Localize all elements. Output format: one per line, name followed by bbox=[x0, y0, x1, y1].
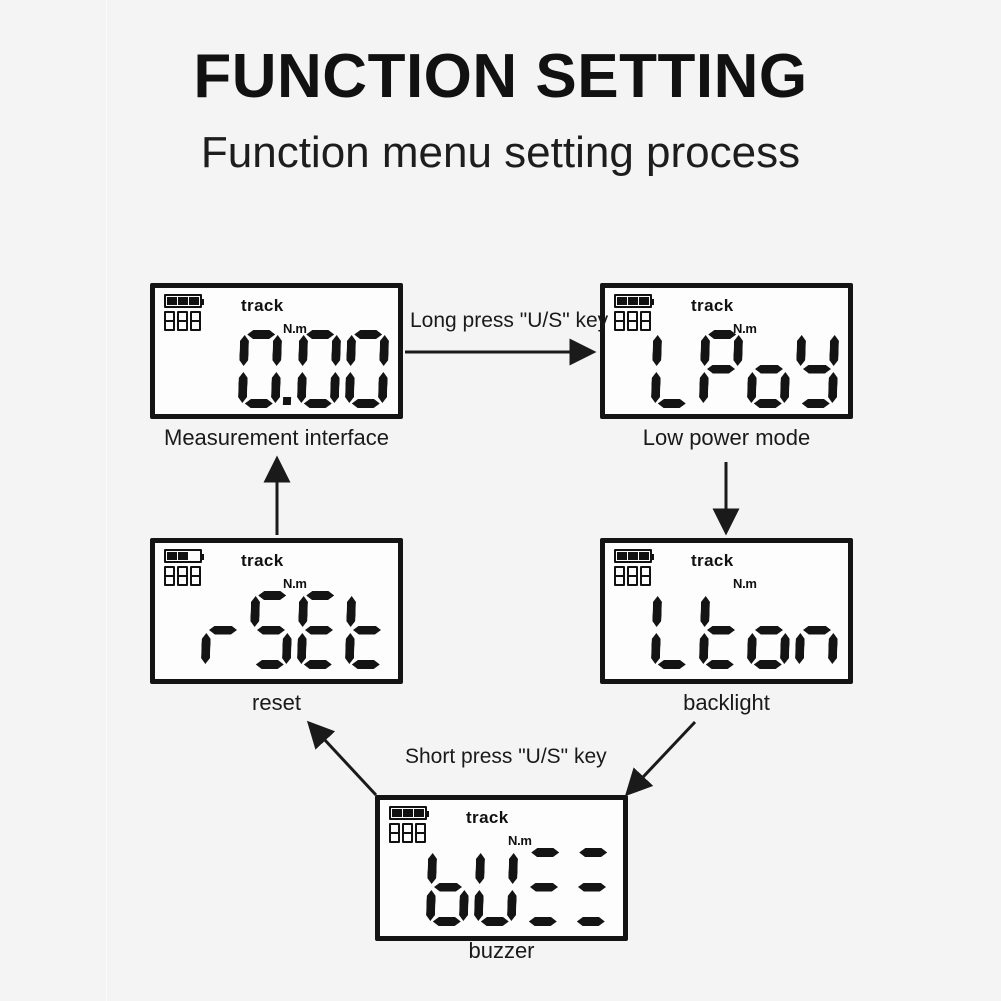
unit-label: N.m bbox=[508, 833, 532, 848]
caption-low-power: Low power mode bbox=[642, 425, 811, 450]
page-title: FUNCTION SETTING bbox=[193, 42, 808, 111]
lcd-panel-backlight: track N.m bbox=[600, 538, 853, 684]
arrow-label-short-press: Short press "U/S" key bbox=[405, 745, 607, 768]
battery-icon bbox=[389, 806, 429, 820]
battery-icon bbox=[614, 294, 654, 308]
seg-digit bbox=[795, 591, 840, 669]
battery-icon bbox=[164, 294, 204, 308]
seg-digit bbox=[249, 591, 294, 669]
battery-icon bbox=[164, 549, 204, 563]
seg-digit bbox=[795, 330, 840, 408]
mini-digit-placeholders bbox=[614, 311, 652, 331]
seg-digit bbox=[522, 848, 567, 926]
seg-digit bbox=[345, 591, 390, 669]
lcd-readout-low-power bbox=[646, 330, 838, 408]
caption-measurement: Measurement interface bbox=[164, 425, 389, 450]
seg-digit bbox=[570, 848, 615, 926]
track-label: track bbox=[241, 551, 284, 570]
arrow-label-long-press: Long press "U/S" key bbox=[410, 309, 609, 332]
battery-block-buzzer bbox=[389, 806, 429, 843]
seg-digit bbox=[297, 591, 342, 669]
left-margin-rule bbox=[106, 0, 107, 1001]
track-label: track bbox=[466, 808, 509, 827]
lcd-panel-buzzer: track N.m bbox=[375, 795, 628, 941]
seg-digit bbox=[345, 330, 390, 408]
lcd-readout-buzzer bbox=[421, 848, 613, 926]
battery-block-backlight bbox=[614, 549, 654, 586]
caption-reset: reset bbox=[252, 690, 301, 715]
seg-digit bbox=[747, 330, 792, 408]
seg-digit bbox=[651, 591, 696, 669]
seg-digit bbox=[747, 591, 792, 669]
lcd-panel-low-power: track N.m bbox=[600, 283, 853, 419]
mini-digit-placeholders bbox=[164, 311, 202, 331]
seg-digit bbox=[426, 848, 471, 926]
seg-digit bbox=[201, 591, 246, 669]
arrow-backlight-to-buzzer bbox=[624, 720, 697, 797]
seg-digit bbox=[297, 330, 342, 408]
unit-label: N.m bbox=[733, 321, 757, 336]
lcd-panel-measurement: track N.m bbox=[150, 283, 403, 419]
unit-label: N.m bbox=[283, 321, 307, 336]
unit-label: N.m bbox=[733, 576, 757, 591]
unit-label: N.m bbox=[283, 576, 307, 591]
mini-digit-placeholders bbox=[164, 566, 202, 586]
battery-block-reset bbox=[164, 549, 204, 586]
decimal-point bbox=[282, 397, 292, 405]
seg-digit bbox=[699, 330, 744, 408]
mini-digit-placeholders bbox=[614, 566, 652, 586]
lcd-readout-measurement bbox=[233, 330, 388, 408]
seg-digit bbox=[238, 330, 283, 408]
page-subtitle: Function menu setting process bbox=[200, 128, 801, 178]
lcd-readout-backlight bbox=[646, 591, 838, 669]
caption-backlight: backlight bbox=[683, 690, 770, 715]
lcd-panel-reset: track N.m bbox=[150, 538, 403, 684]
battery-icon bbox=[614, 549, 654, 563]
arrow-short-press bbox=[306, 720, 378, 797]
seg-digit bbox=[699, 591, 744, 669]
battery-block-low-power bbox=[614, 294, 654, 331]
track-label: track bbox=[691, 296, 734, 315]
battery-block-measurement bbox=[164, 294, 204, 331]
page-header: FUNCTION SETTING Function menu setting p… bbox=[0, 44, 1001, 180]
caption-buzzer: buzzer bbox=[468, 938, 535, 963]
mini-digit-placeholders bbox=[389, 823, 427, 843]
track-label: track bbox=[241, 296, 284, 315]
seg-digit bbox=[651, 330, 696, 408]
lcd-readout-reset bbox=[196, 591, 388, 669]
seg-digit bbox=[474, 848, 519, 926]
track-label: track bbox=[691, 551, 734, 570]
